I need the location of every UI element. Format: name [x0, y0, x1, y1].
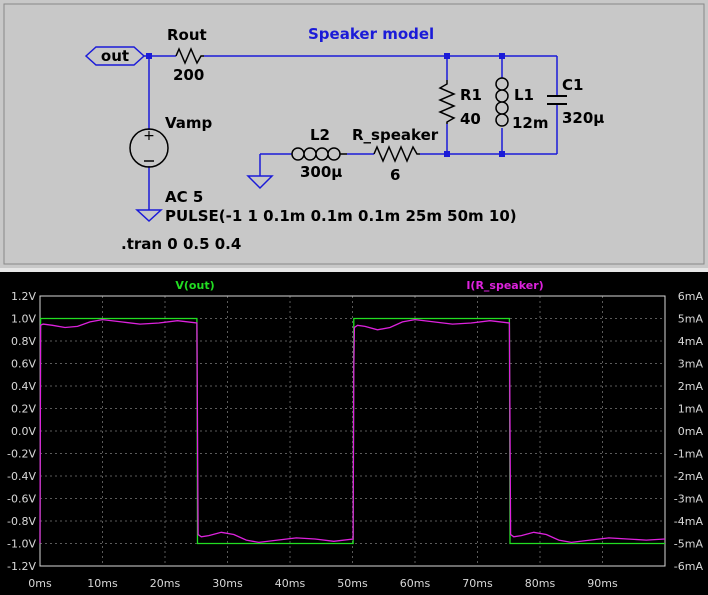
x-tick-label: 20ms	[150, 577, 181, 590]
trace-label-v-out[interactable]: V(out)	[175, 279, 214, 292]
ground-icon-l2	[246, 175, 274, 190]
schematic-title: Speaker model	[308, 25, 434, 43]
r1-value: 40	[460, 110, 481, 128]
tick-labels: 0ms 10ms 20ms 30ms 40ms 50ms 60ms 70ms 80ms 90ms 1…	[7, 290, 703, 590]
y-left-tick-label: -1.0V	[7, 538, 36, 551]
y-left-tick-label: 1.2V	[11, 290, 36, 303]
trace-i-speaker[interactable]	[39, 318, 666, 544]
inductor-l2-symbol	[291, 147, 347, 161]
x-tick-label: 50ms	[337, 577, 368, 590]
resistor-r1[interactable]: R1 40	[438, 80, 482, 128]
resistor-r-speaker[interactable]: R_speaker 6	[352, 126, 439, 184]
y-right-tick-label: -6mA	[674, 560, 704, 573]
wires	[144, 55, 558, 210]
junctions	[146, 53, 505, 157]
l1-value: 12m	[512, 114, 549, 132]
y-right-tick-label: -5mA	[674, 538, 704, 551]
y-right-tick-label: 3mA	[678, 358, 704, 371]
x-tick-label: 0ms	[28, 577, 52, 590]
resistor-rout-symbol	[175, 47, 204, 65]
l2-value: 300µ	[300, 163, 342, 181]
y-left-tick-label: -1.2V	[7, 560, 36, 573]
waveform-plot[interactable]: 0ms 10ms 20ms 30ms 40ms 50ms 60ms 70ms 80ms 90ms 1…	[0, 272, 708, 595]
net-label-text: out	[101, 47, 129, 65]
vamp-name: Vamp	[165, 114, 213, 132]
net-label-out[interactable]: out	[84, 46, 146, 66]
x-tick-label: 40ms	[275, 577, 306, 590]
c1-name: C1	[562, 76, 583, 94]
y-right-tick-label: 2mA	[678, 380, 704, 393]
y-left-tick-label: 0.8V	[11, 335, 36, 348]
y-left-tick-label: -0.4V	[7, 470, 36, 483]
source-pulse-text: PULSE(-1 1 0.1m 0.1m 0.1m 25m 50m 10)	[165, 207, 517, 225]
rout-name: Rout	[167, 26, 207, 44]
x-tick-label: 70ms	[462, 577, 493, 590]
inductor-l2[interactable]: L2 300µ	[291, 126, 347, 181]
inductor-l1-symbol	[495, 77, 509, 127]
resistor-r-speaker-symbol	[373, 145, 420, 163]
r-speaker-value: 6	[390, 166, 400, 184]
pane-divider[interactable]	[0, 268, 708, 272]
schematic-pane[interactable]: out Ro	[0, 0, 708, 268]
y-right-tick-label: -4mA	[674, 515, 704, 528]
x-tick-label: 10ms	[87, 577, 118, 590]
y-left-tick-label: -0.8V	[7, 515, 36, 528]
y-left-tick-label: -0.6V	[7, 493, 36, 506]
resistor-r1-symbol	[438, 80, 456, 124]
y-right-tick-label: 1mA	[678, 403, 704, 416]
y-left-tick-label: -0.2V	[7, 448, 36, 461]
y-right-tick-label: 5mA	[678, 313, 704, 326]
capacitor-c1[interactable]: C1 320µ	[547, 76, 604, 127]
l2-name: L2	[310, 126, 330, 144]
ground-icon	[135, 209, 163, 223]
y-right-tick-label: 0mA	[678, 425, 704, 438]
y-left-tick-label: 0.0V	[11, 425, 36, 438]
y-right-tick-label: -2mA	[674, 470, 704, 483]
source-ac-text: AC 5	[165, 188, 203, 206]
tran-directive[interactable]: .tran 0 0.5 0.4	[121, 235, 241, 253]
y-right-tick-label: -1mA	[674, 448, 704, 461]
trace-label-i-speaker[interactable]: I(R_speaker)	[466, 279, 543, 292]
y-left-tick-label: 0.4V	[11, 380, 36, 393]
voltage-source-vamp[interactable]: + Vamp	[129, 114, 213, 168]
y-left-tick-label: 0.2V	[11, 403, 36, 416]
y-right-tick-label: -3mA	[674, 493, 704, 506]
grid	[39, 295, 665, 567]
inductor-l1[interactable]: L1 12m	[495, 77, 549, 132]
y-left-tick-label: 1.0V	[11, 313, 36, 326]
y-right-tick-label: 4mA	[678, 335, 704, 348]
y-right-tick-label: 6mA	[678, 290, 704, 303]
resistor-rout[interactable]: Rout 200	[167, 26, 207, 84]
x-tick-label: 90ms	[587, 577, 618, 590]
l1-name: L1	[514, 86, 534, 104]
x-tick-label: 30ms	[212, 577, 243, 590]
r-speaker-name: R_speaker	[352, 126, 439, 144]
c1-value: 320µ	[562, 109, 604, 127]
x-tick-label: 80ms	[525, 577, 556, 590]
r1-name: R1	[460, 86, 482, 104]
schematic-canvas[interactable]: out Ro	[0, 0, 708, 268]
source-circle	[129, 128, 169, 168]
y-left-tick-label: 0.6V	[11, 358, 36, 371]
x-tick-label: 60ms	[400, 577, 431, 590]
schematic-frame	[3, 3, 705, 265]
rout-value: 200	[173, 66, 204, 84]
traces	[39, 317, 666, 545]
plus-icon: +	[143, 128, 155, 144]
waveform-viewer[interactable]: 0ms 10ms 20ms 30ms 40ms 50ms 60ms 70ms 80ms 90ms 1…	[0, 272, 708, 595]
